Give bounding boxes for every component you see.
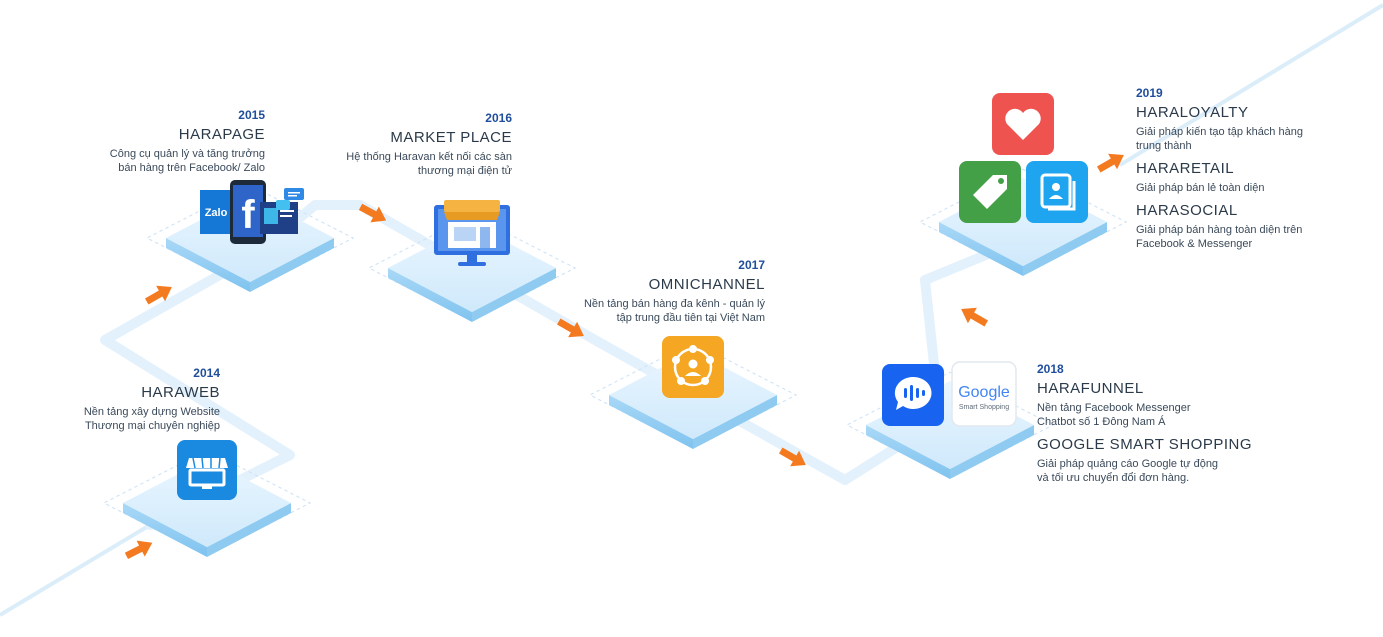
year-label: 2018 xyxy=(1037,362,1064,376)
product-name: HARARETAIL xyxy=(1136,160,1235,177)
product-name: HARAPAGE xyxy=(178,126,265,143)
product-name: HARALOYALTY xyxy=(1136,104,1249,121)
year-label: 2016 xyxy=(485,111,512,125)
description-line: Nền tảng xây dựng Website xyxy=(83,406,220,418)
arrow-2018-up xyxy=(956,301,991,332)
product-description: Giải pháp quảng cáo Google tự động và tối… xyxy=(1037,457,1267,485)
tag-icon xyxy=(959,161,1021,223)
description-line: thương mại điện tử xyxy=(417,165,512,177)
product-block: HARASOCIAL Giải pháp bán hàng toàn diện t… xyxy=(1136,202,1366,251)
year-label: 2017 xyxy=(738,258,765,272)
product-description: Nền tảng bán hàng đa kênh - quản lý tập t… xyxy=(545,297,765,325)
description-line: Công cụ quản lý và tăng trưởng xyxy=(109,148,265,160)
contact-card-icon xyxy=(1026,161,1088,223)
product-name: HARAFUNNEL xyxy=(1037,380,1144,397)
google-logo-text: Google xyxy=(958,384,1010,401)
google-smart-shopping-icon: Google Smart Shopping xyxy=(951,361,1017,427)
description-line: tập trung đầu tiên tại Việt Nam xyxy=(616,312,765,324)
product-name: OMNICHANNEL xyxy=(648,276,765,293)
description-line: Nền tảng Facebook Messenger xyxy=(1037,402,1191,414)
description-line: Giải pháp quảng cáo Google tự động xyxy=(1037,458,1219,470)
year-label: 2014 xyxy=(193,366,220,380)
product-name: GOOGLE SMART SHOPPING xyxy=(1037,436,1252,453)
description-line: Giải pháp kiến tạo tập khách hàng xyxy=(1136,126,1303,138)
product-block: GOOGLE SMART SHOPPING Giải pháp quảng cáo… xyxy=(1037,436,1267,485)
heart-icon xyxy=(992,93,1054,155)
description-line: và tối ưu chuyển đổi đơn hàng. xyxy=(1037,472,1190,484)
svg-text:f: f xyxy=(241,193,255,237)
store-icon xyxy=(177,440,237,500)
product-description: Công cụ quản lý và tăng trưởng bán hàng t… xyxy=(62,147,265,175)
bg-line-end xyxy=(1118,3,1383,167)
description-line: Giải pháp bán lẻ toàn diện xyxy=(1136,182,1265,194)
description-line: Giải pháp bán hàng toàn diện trên xyxy=(1136,224,1303,236)
description-line: Facebook & Messenger xyxy=(1136,238,1253,250)
product-block: MARKET PLACE Hệ thống Haravan kết nối các… xyxy=(312,129,512,178)
omnichannel-icon xyxy=(662,336,724,398)
product-description: Hệ thống Haravan kết nối các sàn thương m… xyxy=(312,150,512,178)
description-line: Thương mại chuyên nghiệp xyxy=(84,420,220,432)
description-line: Chatbot số 1 Đông Nam Á xyxy=(1037,416,1166,428)
product-name: HARASOCIAL xyxy=(1136,202,1238,219)
description-line: bán hàng trên Facebook/ Zalo xyxy=(118,162,265,174)
product-block: HARALOYALTY Giải pháp kiến tạo tập khách … xyxy=(1136,104,1366,153)
year-label: 2019 xyxy=(1136,86,1163,100)
product-description: Giải pháp kiến tạo tập khách hàng trung t… xyxy=(1136,125,1366,153)
store-monitor-icon xyxy=(434,200,510,266)
bg-line-start xyxy=(0,523,152,617)
smart-shopping-text: Smart Shopping xyxy=(959,404,1009,411)
description-line: Hệ thống Haravan kết nối các sàn xyxy=(346,151,512,163)
product-name: MARKET PLACE xyxy=(390,129,512,146)
product-name: HARAWEB xyxy=(141,384,220,401)
product-description: Giải pháp bán lẻ toàn diện xyxy=(1136,181,1366,195)
phone-facebook-icon: Zalo f xyxy=(200,180,304,244)
description-line: trung thành xyxy=(1136,140,1192,152)
chat-bubble-icon xyxy=(882,364,944,426)
description-line: Nền tảng bán hàng đa kênh - quản lý xyxy=(583,298,765,310)
year-label: 2015 xyxy=(238,108,265,122)
product-block: HARARETAIL Giải pháp bán lẻ toàn diện xyxy=(1136,160,1366,195)
zalo-logo-text: Zalo xyxy=(205,207,228,219)
platform-2019 xyxy=(919,168,1127,277)
product-block: OMNICHANNEL Nền tảng bán hàng đa kênh - q… xyxy=(545,276,765,325)
product-block: HARAPAGE Công cụ quản lý và tăng trưởng bá… xyxy=(62,126,265,175)
